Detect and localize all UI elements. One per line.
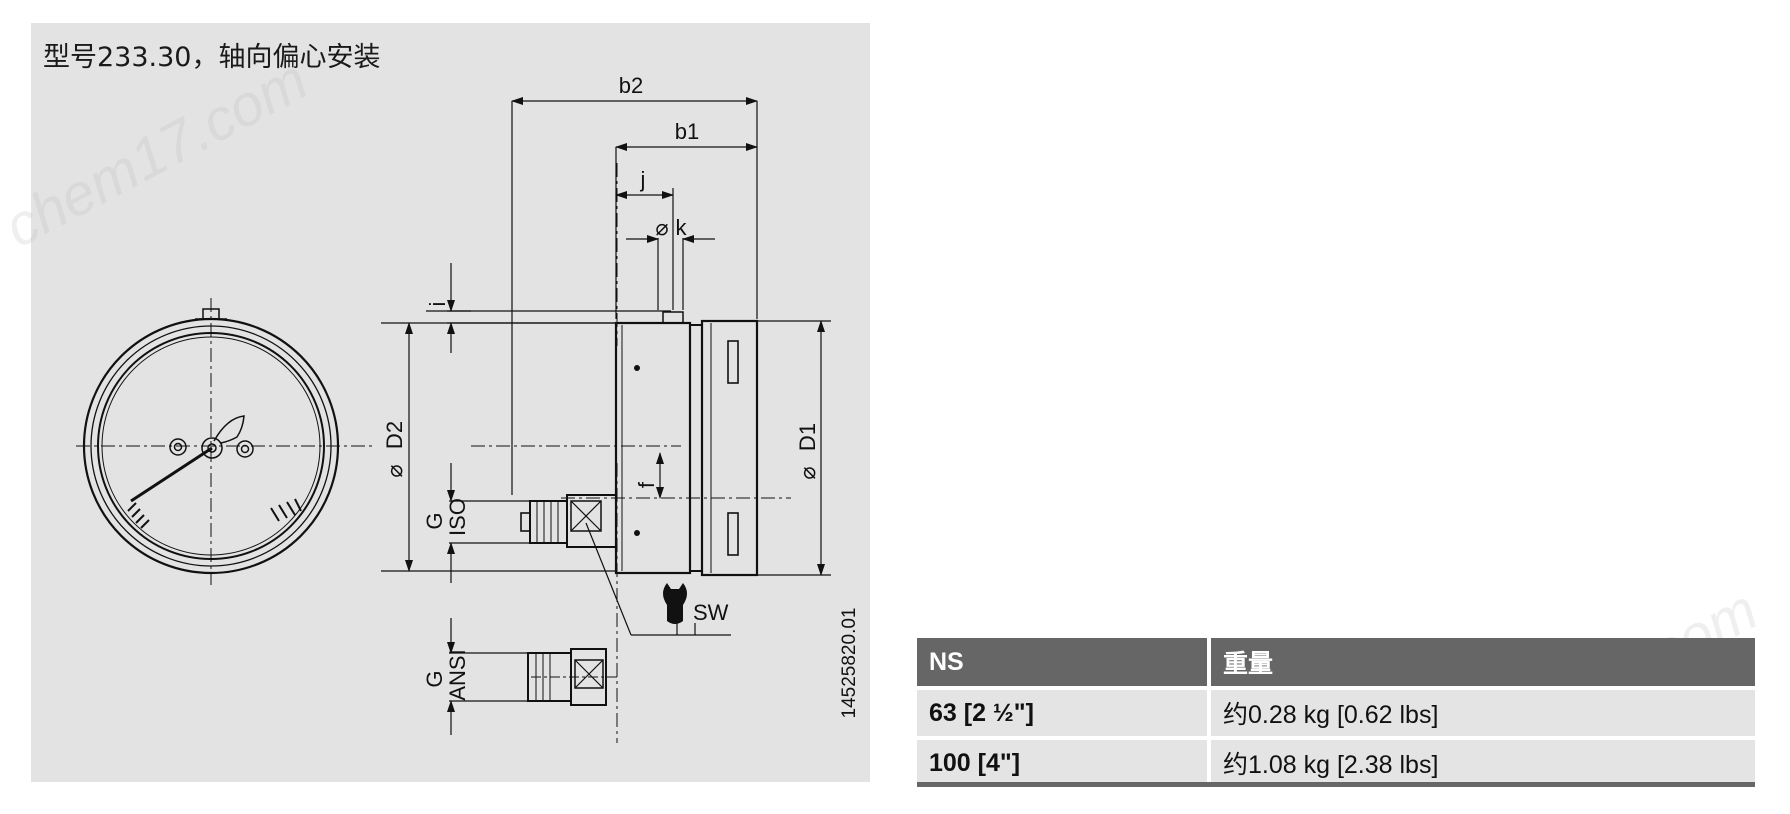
side-view-gauge <box>471 163 791 743</box>
technical-drawing: b2 b1 j ⌀ k i ⌀ D2 ⌀ D1 f G ISO G ANSI S… <box>76 73 860 743</box>
cell-weight: 约0.28 kg [0.62 lbs] <box>1209 686 1755 738</box>
table-header-row: NS 重量 <box>917 638 1755 688</box>
label-ansi: ANSI <box>445 649 470 700</box>
label-k: k <box>676 215 688 240</box>
diameter-symbol-d1: ⌀ <box>795 466 820 479</box>
label-j: j <box>640 167 646 192</box>
drawing-title: 型号233.30，轴向偏心安装 <box>43 42 381 73</box>
label-i: i <box>425 302 450 307</box>
weight-table: NS 重量 63 [2 ½"] 约0.28 kg [0.62 lbs] 100 … <box>917 638 1755 786</box>
table-row: 63 [2 ½"] 约0.28 kg [0.62 lbs] <box>917 686 1755 738</box>
wrench-icon <box>663 583 687 624</box>
cell-ns: 63 [2 ½"] <box>917 686 1211 738</box>
dimension-lines <box>381 97 831 735</box>
header-ns: NS <box>917 638 1211 688</box>
label-iso: ISO <box>445 498 470 536</box>
label-g-ansi: G <box>422 670 447 687</box>
diameter-symbol-k: ⌀ <box>655 215 668 240</box>
label-b1: b1 <box>675 119 699 144</box>
cell-weight: 约1.08 kg [2.38 lbs] <box>1209 736 1755 786</box>
front-view-dial <box>76 298 376 585</box>
label-b2: b2 <box>619 73 643 98</box>
table-bottom-rule <box>917 782 1755 787</box>
label-f: f <box>634 481 659 488</box>
drawing-panel: b2 b1 j ⌀ k i ⌀ D2 ⌀ D1 f G ISO G ANSI S… <box>31 23 870 782</box>
cell-ns: 100 [4"] <box>917 736 1211 786</box>
label-g-iso: G <box>422 512 447 529</box>
header-weight: 重量 <box>1209 638 1755 688</box>
label-d2: D2 <box>382 421 407 449</box>
label-sw: SW <box>693 600 729 625</box>
diameter-symbol-d2: ⌀ <box>382 464 407 477</box>
table-row: 100 [4"] 约1.08 kg [2.38 lbs] <box>917 736 1755 786</box>
drawing-number: 14525820.01 <box>839 608 860 719</box>
label-d1: D1 <box>795 423 820 451</box>
